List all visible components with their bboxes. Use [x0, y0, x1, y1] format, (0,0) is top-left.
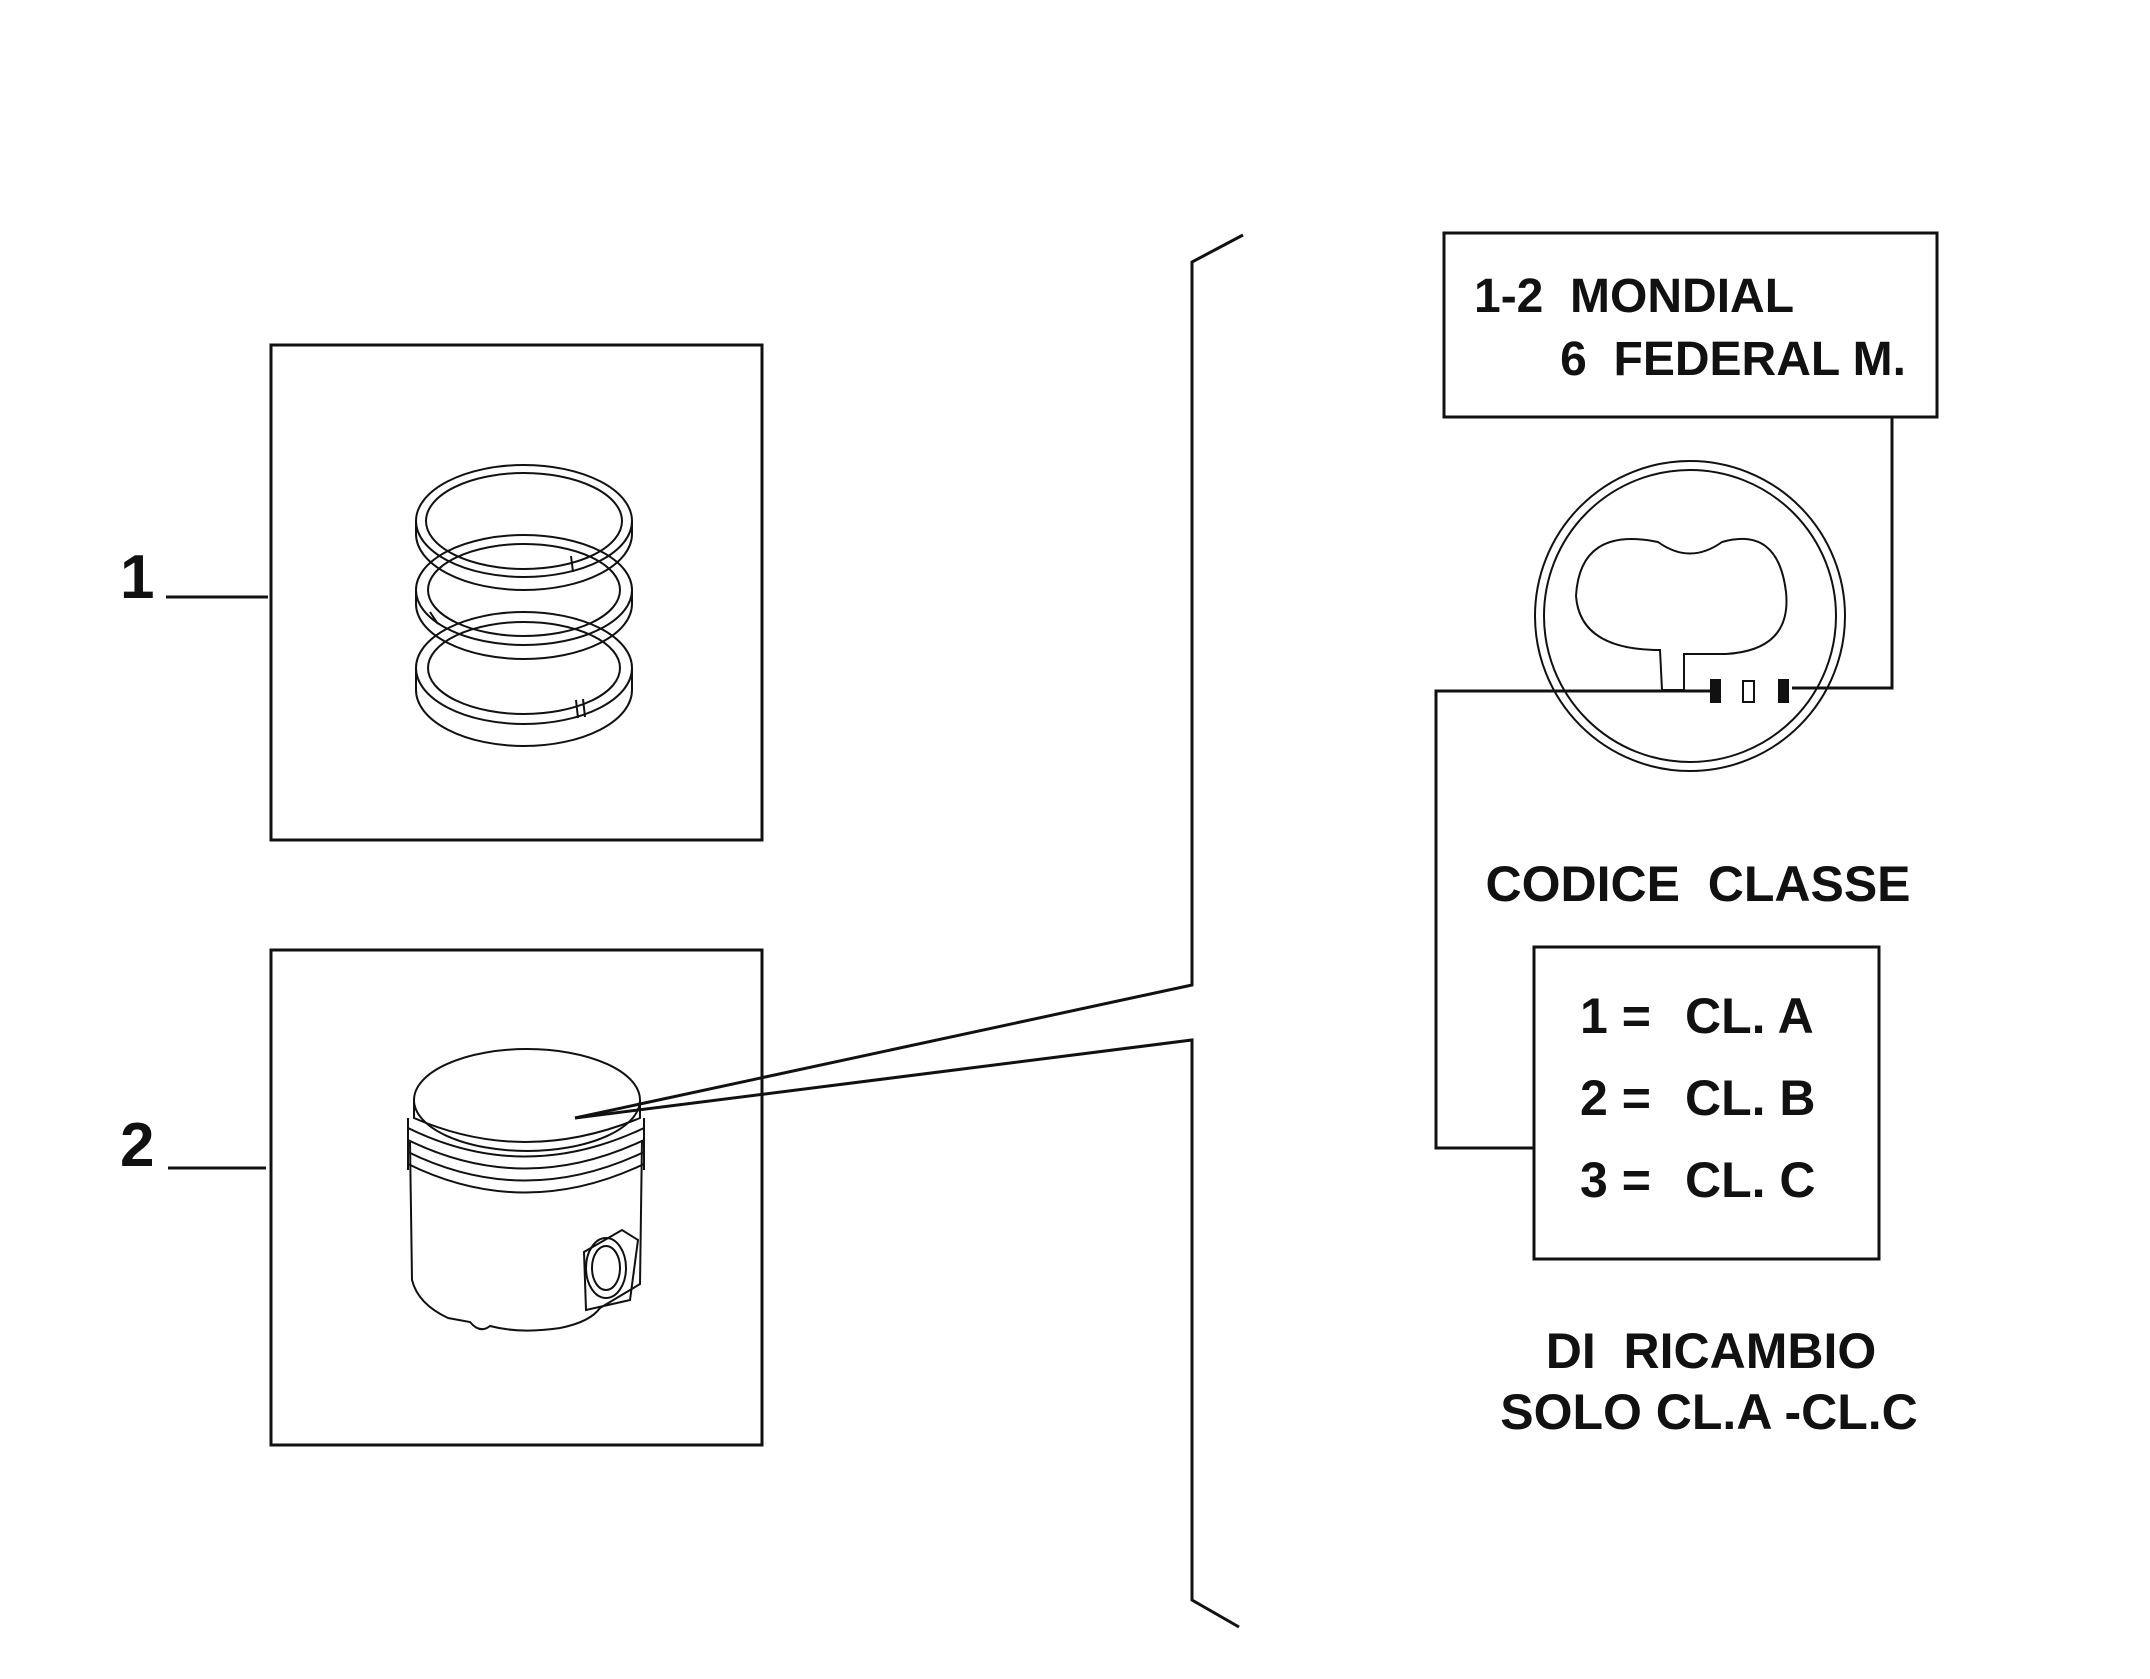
callout-2-label: 2 [120, 1111, 154, 1180]
manufacturer-line-2: 6 FEDERAL M. [1560, 333, 1906, 386]
manufacturer-line-1: 1-2 MONDIAL [1474, 270, 1794, 323]
class-row-3-class: CL. C [1685, 1152, 1816, 1208]
class-mark-3 [1778, 679, 1789, 703]
item-1-group: 1 [120, 343, 764, 842]
spare-note-line-2: SOLO CL.A -CL.C [1500, 1384, 1918, 1440]
class-code-leader [1434, 689, 1710, 1150]
detail-bracket [574, 233, 1244, 1629]
piston-rings-illustration [415, 464, 633, 747]
class-table: 1 = CL. A 2 = CL. B 3 = CL. C [1532, 945, 1881, 1261]
class-mark-2 [1742, 680, 1755, 703]
piston-crown-top-view [1534, 460, 1846, 772]
class-row-2-num: 2 = [1580, 1070, 1651, 1126]
class-row-2-class: CL. B [1685, 1070, 1816, 1126]
manufacturer-box: 1-2 MONDIAL 6 FEDERAL M. [1442, 231, 1939, 690]
class-row-1-class: CL. A [1685, 988, 1814, 1044]
codice-classe-label: CODICE CLASSE [1485, 856, 1910, 912]
rings-frame [269, 343, 764, 842]
manufacturer-leader [1792, 417, 1894, 690]
combustion-bowl [1574, 537, 1788, 691]
class-mark-1 [1710, 679, 1721, 703]
callout-1-label: 1 [120, 543, 154, 612]
item-2-group: 2 [120, 948, 764, 1447]
piston-illustration [407, 1048, 645, 1332]
class-row-3-num: 3 = [1580, 1152, 1651, 1208]
class-row-1-num: 1 = [1580, 988, 1651, 1044]
piston-frame [269, 948, 764, 1447]
spare-note-line-1: DI RICAMBIO [1546, 1323, 1877, 1379]
